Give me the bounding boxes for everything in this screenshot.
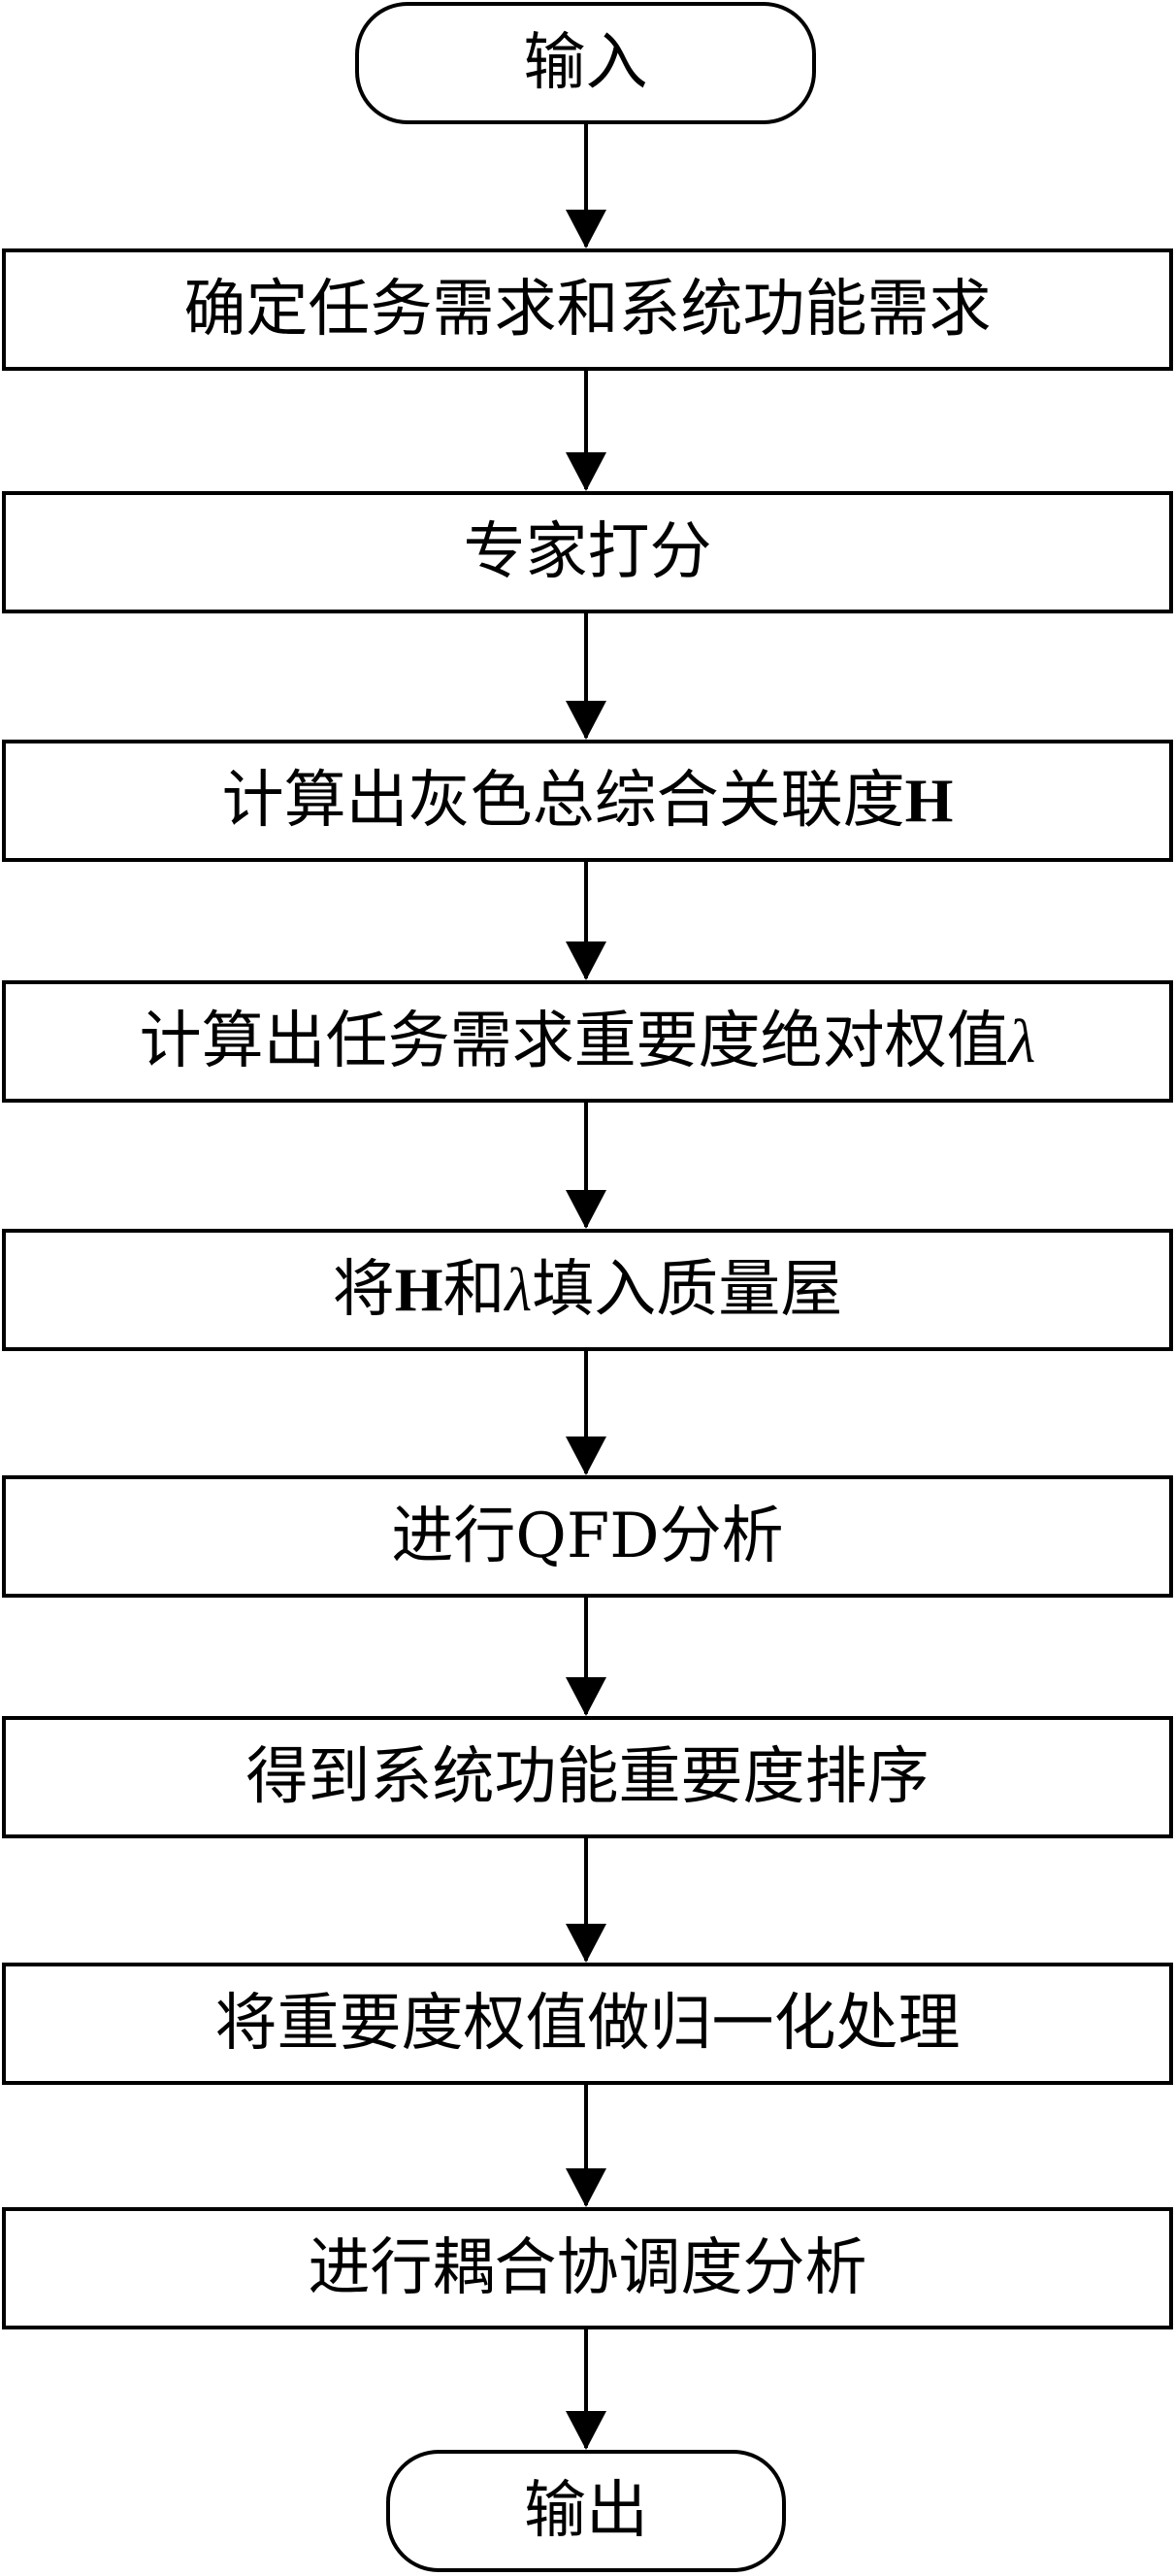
step-5-text-pre: 将 [332,1254,395,1326]
end-terminal: 输出 [386,2450,786,2572]
step-5-text-post: 填入质量屋 [532,1254,843,1326]
start-terminal: 输入 [355,2,816,124]
step-6-label: 进行QFD分析 [391,1501,784,1572]
step-normalize-weights: 将重要度权值做归一化处理 [2,1963,1173,2085]
symbol-lambda: λ [1008,1007,1036,1075]
flow-arrow-1 [566,124,606,248]
flow-arrow-7 [566,1598,606,1716]
step-4-text: 计算出任务需求重要度绝对权值 [139,1006,1009,1077]
step-rank-functions: 得到系统功能重要度排序 [2,1716,1173,1838]
flow-arrow-4 [566,862,606,980]
step-coupling-coordination: 进行耦合协调度分析 [2,2207,1173,2329]
step-4-label: 计算出任务需求重要度绝对权值λ [140,1010,1036,1073]
symbol-lambda: λ [505,1255,533,1324]
flow-arrow-6 [566,1351,606,1475]
step-fill-house-of-quality: 将H和λ填入质量屋 [2,1229,1173,1351]
step-3-label: 计算出灰色总综合关联度H [222,770,954,833]
flow-arrow-8 [566,1838,606,1963]
step-2-label: 专家打分 [463,516,712,588]
flow-arrow-5 [566,1103,606,1229]
flow-arrow-2 [566,371,606,491]
symbol-h: H [904,766,954,835]
step-compute-weight: 计算出任务需求重要度绝对权值λ [2,980,1173,1103]
step-expert-scoring: 专家打分 [2,491,1173,613]
step-5-label: 将H和λ填入质量屋 [333,1259,843,1322]
step-1-label: 确定任务需求和系统功能需求 [183,274,992,346]
start-label: 输入 [523,27,648,99]
step-7-label: 得到系统功能重要度排序 [245,1741,930,1813]
symbol-h: H [394,1255,443,1324]
flow-arrow-9 [566,2085,606,2207]
step-3-text: 计算出灰色总综合关联度 [221,765,905,837]
end-label: 输出 [524,2475,648,2547]
flow-arrow-10 [566,2329,606,2450]
step-9-label: 进行耦合协调度分析 [308,2232,867,2304]
step-qfd-analysis: 进行QFD分析 [2,1475,1173,1598]
step-8-label: 将重要度权值做归一化处理 [214,1988,961,2060]
step-define-requirements: 确定任务需求和系统功能需求 [2,248,1173,371]
step-5-text-mid: 和 [442,1254,506,1326]
flow-arrow-3 [566,613,606,740]
step-compute-grey-relation: 计算出灰色总综合关联度H [2,740,1173,862]
